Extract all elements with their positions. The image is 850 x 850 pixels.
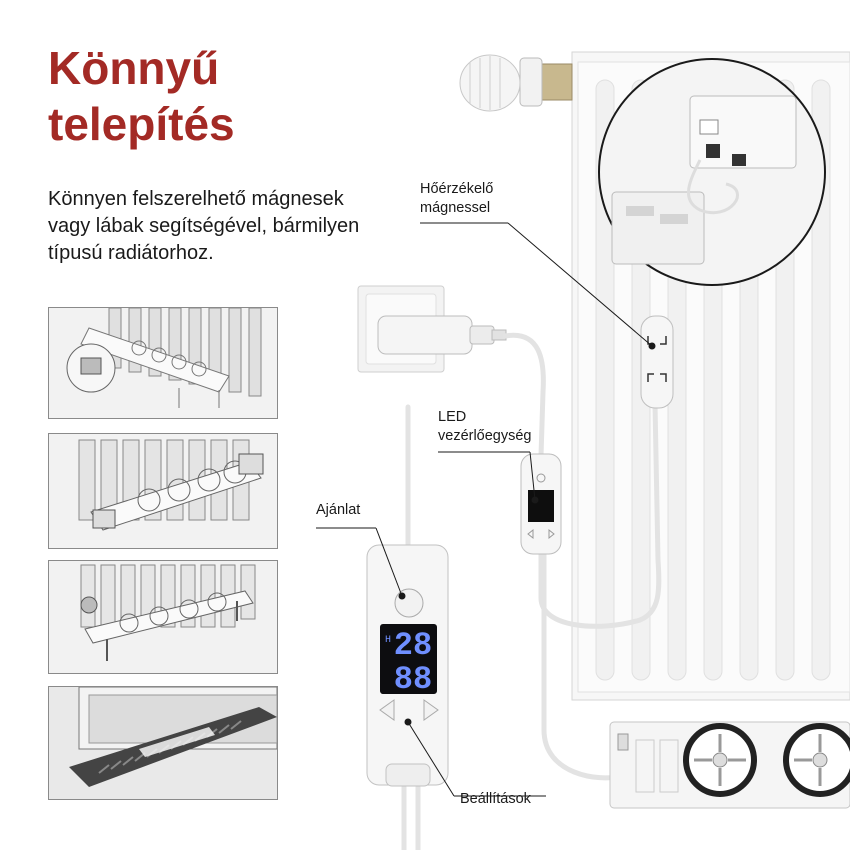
mounting-panel-magnet <box>48 307 278 419</box>
callout-led: LED vezérlőegység <box>438 408 532 446</box>
description: Könnyen felszerelhető mágnesek vagy lába… <box>48 186 408 267</box>
callout-sensor-line-1: Hőérzékelő <box>420 181 494 197</box>
callout-lines <box>316 222 656 797</box>
power-plug-icon <box>377 315 507 355</box>
description-line-2: vagy lábak segítségével, bármilyen <box>48 215 360 237</box>
description-line-1: Könnyen felszerelhető mágnesek <box>48 188 344 210</box>
display-mode-symbol: H <box>385 635 391 646</box>
title-line-2: telepítés <box>48 98 235 150</box>
radiator-magnet-mount-illustration <box>66 308 262 408</box>
arrow-right-icon[interactable] <box>423 699 439 721</box>
fan-icon <box>683 723 757 797</box>
mounting-panel-floor-convector <box>48 686 278 800</box>
led-control-unit <box>520 453 562 555</box>
callout-offer: Ajánlat <box>316 502 361 518</box>
callout-sensor: Hőérzékelő mágnessel <box>420 180 493 218</box>
radiator-clip-mount-illustration <box>78 439 264 531</box>
callout-led-line-1: LED <box>438 409 467 425</box>
thermostat-head-icon <box>459 54 573 112</box>
display-top-digits: 28 <box>394 627 432 664</box>
fan-icon <box>783 723 850 797</box>
radiator-feet-mount-illustration <box>80 564 256 661</box>
callout-settings: Beállítások <box>460 791 531 807</box>
mounting-panel-clips <box>48 433 278 549</box>
led-display <box>380 624 437 694</box>
sensor-detail-zoom <box>598 58 826 286</box>
mounting-panel-feet <box>48 560 278 674</box>
page-title: Könnyű telepítés <box>48 40 308 152</box>
callout-sensor-line-2: mágnessel <box>420 200 491 216</box>
callout-led-line-2: vezérlőegység <box>438 428 532 444</box>
display-bottom-digits: 88 <box>394 661 432 698</box>
fan-unit <box>609 721 850 809</box>
controller-device <box>366 544 449 787</box>
temperature-sensor-unit <box>640 315 674 409</box>
floor-convector-mount-illustration <box>69 687 277 787</box>
description-line-3: típusú radiátorhoz. <box>48 242 214 264</box>
title-line-1: Könnyű <box>48 42 220 94</box>
arrow-left-icon[interactable] <box>379 699 395 721</box>
offer-button[interactable] <box>394 588 424 618</box>
